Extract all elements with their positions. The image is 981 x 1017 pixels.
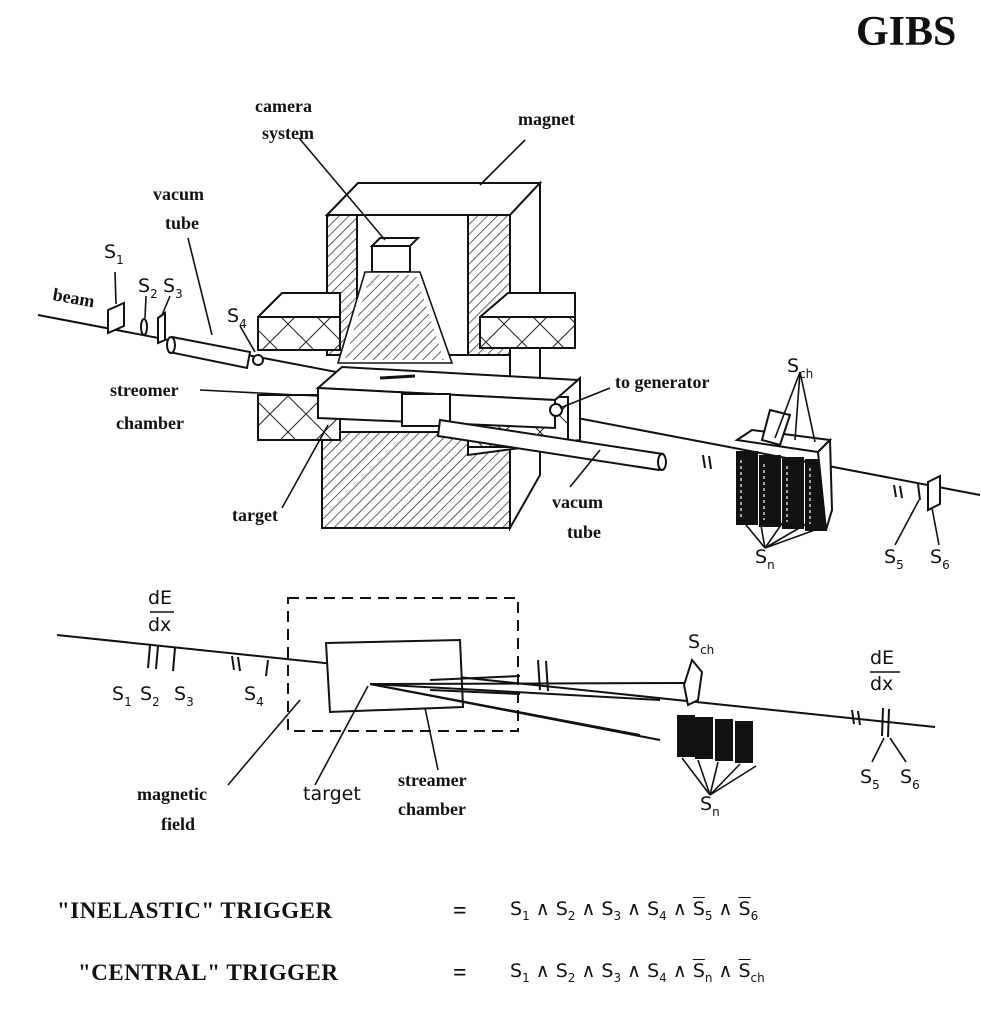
label-de-left: dE [148, 587, 172, 609]
neutron-counters [734, 408, 834, 531]
counter-s1 [107, 301, 125, 335]
svg-text:S3: S3 [174, 683, 194, 709]
label-target-bottom: target [303, 783, 361, 805]
svg-text:S5: S5 [884, 546, 904, 572]
svg-text:S2: S2 [138, 275, 158, 301]
svg-text:S3: S3 [163, 275, 183, 301]
trigger-central-equals: = [453, 960, 467, 986]
beam-line-bottom [56, 634, 936, 728]
streamer-chamber [315, 365, 581, 430]
label-vacum-1: vacum [153, 184, 204, 204]
trigger-inelastic-equals: = [453, 898, 467, 924]
label-camera-1: camera [255, 96, 312, 116]
svg-text:S2: S2 [140, 683, 160, 709]
leader-generator [559, 387, 611, 409]
svg-text:S1: S1 [104, 241, 124, 267]
magnetic-field-box [287, 597, 519, 732]
page-title: GIBS [856, 9, 957, 55]
label-vacum-b2: tube [567, 522, 601, 542]
label-streamer-2: chamber [398, 799, 466, 819]
label-vacum-2: tube [165, 213, 199, 233]
counter-s4 [252, 354, 264, 366]
trigger-inelastic: "INELASTIC" TRIGGER = S1 ∧ S2 ∧ S3 ∧ S4 … [0, 898, 981, 938]
trigger-central: "CENTRAL" TRIGGER = S1 ∧ S2 ∧ S3 ∧ S4 ∧ … [0, 960, 981, 1000]
label-vacum-b1: vacum [552, 492, 603, 512]
svg-text:S4: S4 [227, 305, 247, 331]
svg-text:S5: S5 [860, 766, 880, 792]
counter-s6 [927, 474, 941, 512]
label-magnetic-1: magnetic [137, 784, 207, 804]
label-de-right: dE [870, 647, 894, 669]
label-dx-right: dx [870, 673, 893, 695]
leader-vacum [187, 237, 213, 336]
leader-streomer [199, 389, 319, 397]
svg-text:Sn: Sn [700, 793, 720, 819]
trigger-central-expression: S1 ∧ S2 ∧ S3 ∧ S4 ∧ Sn ∧ Sch [510, 960, 765, 985]
neutron-counters-bottom [677, 715, 753, 763]
counter-s5 [917, 483, 921, 501]
label-to-generator: to generator [615, 372, 709, 392]
svg-text:S4: S4 [244, 683, 264, 709]
top-view [37, 137, 981, 549]
counter-s3 [157, 311, 166, 345]
camera-box [336, 237, 454, 364]
bottom-view [56, 597, 936, 796]
label-magnetic-2: field [161, 814, 195, 834]
track-fan [369, 675, 691, 741]
label-magnet: magnet [518, 109, 575, 129]
leader-target [281, 424, 329, 509]
svg-text:Sch: Sch [787, 355, 813, 381]
counter-symbols-top: S1 S2 S3 S4 Sch Sn S5 S6 [104, 241, 950, 572]
svg-text:Sn: Sn [755, 546, 775, 572]
label-streomer-1: streomer [110, 380, 179, 400]
label-camera-2: system [262, 123, 314, 143]
svg-text:S1: S1 [112, 683, 132, 709]
counter-s2 [140, 318, 148, 336]
svg-text:S6: S6 [930, 546, 950, 572]
trigger-inelastic-name: "INELASTIC" TRIGGER [57, 898, 333, 923]
label-target-top: target [232, 505, 278, 525]
svg-text:Sch: Sch [688, 631, 714, 657]
svg-text:S6: S6 [900, 766, 920, 792]
label-dx-left: dx [148, 614, 171, 636]
vacuum-tubes [166, 335, 667, 472]
leader-vacum-b [569, 449, 601, 488]
label-streomer-2: chamber [116, 413, 184, 433]
trigger-central-name: "CENTRAL" TRIGGER [78, 960, 339, 985]
leader-magnet [479, 139, 526, 186]
counter-symbols-bottom: S1 S2 S3 S4 Sch Sn S5 S6 [112, 631, 920, 819]
label-beam: beam [51, 284, 96, 311]
cherenkov-counter [682, 657, 704, 707]
label-streamer-1: streamer [398, 770, 467, 790]
leader-camera [298, 137, 386, 241]
streamer-chamber-box [324, 638, 465, 714]
trigger-inelastic-expression: S1 ∧ S2 ∧ S3 ∧ S4 ∧ S5 ∧ S6 [510, 898, 759, 923]
